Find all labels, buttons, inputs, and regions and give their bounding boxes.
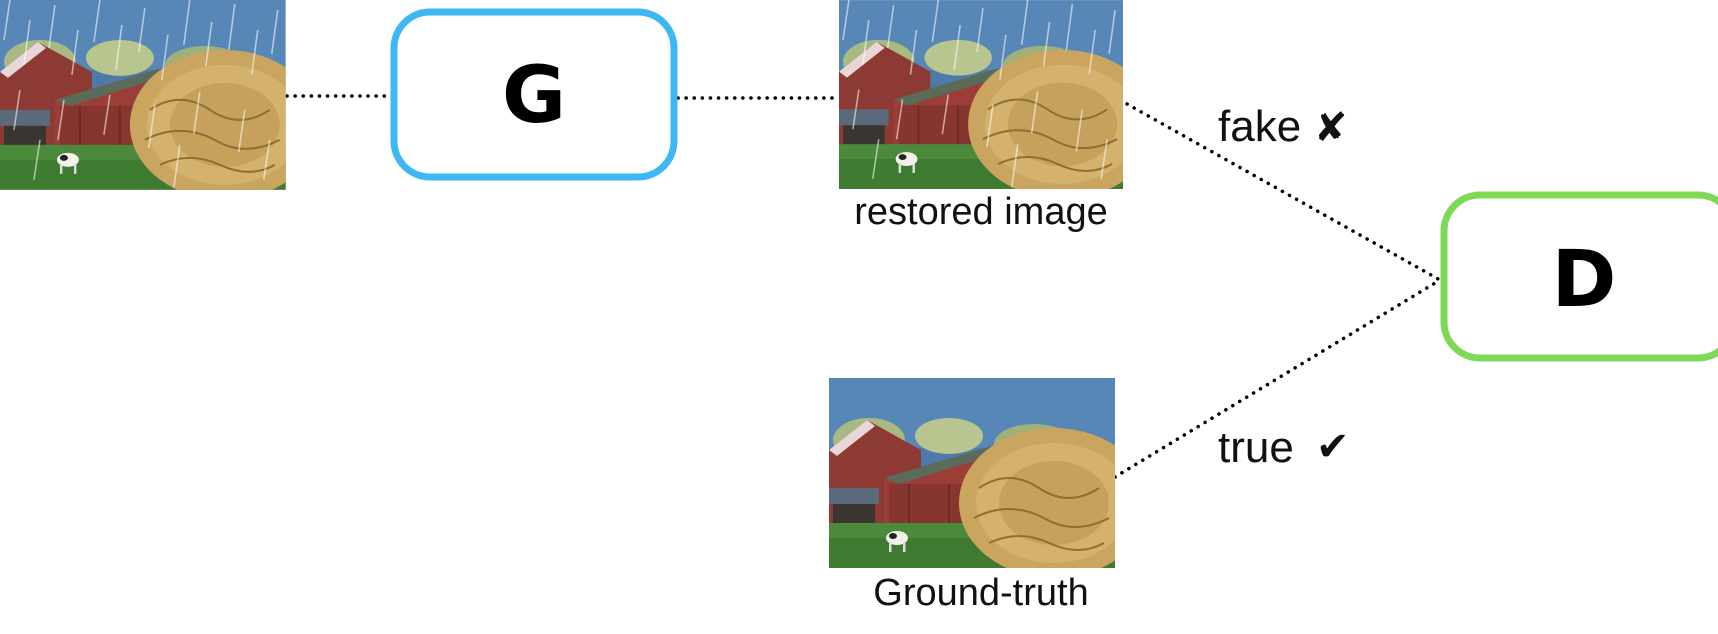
discriminator-label: D bbox=[1552, 235, 1617, 325]
discriminator-box bbox=[1440, 191, 1718, 362]
ground-truth-image bbox=[829, 378, 1115, 568]
generator-label: G bbox=[502, 51, 566, 141]
true-check-icon: ✔ bbox=[1316, 425, 1350, 469]
rainy-input-image bbox=[0, 0, 286, 190]
connectors bbox=[285, 94, 1442, 479]
restored-image-caption: restored image bbox=[854, 191, 1107, 233]
fake-cross-icon: ✘ bbox=[1314, 106, 1348, 150]
restored-image bbox=[839, 0, 1123, 189]
edge-groundtruth-to-d bbox=[1113, 278, 1442, 479]
generator-box bbox=[390, 8, 678, 181]
true-label: true bbox=[1218, 423, 1294, 472]
ground-truth-caption: Ground-truth bbox=[873, 572, 1088, 614]
fake-label: fake bbox=[1218, 102, 1301, 151]
